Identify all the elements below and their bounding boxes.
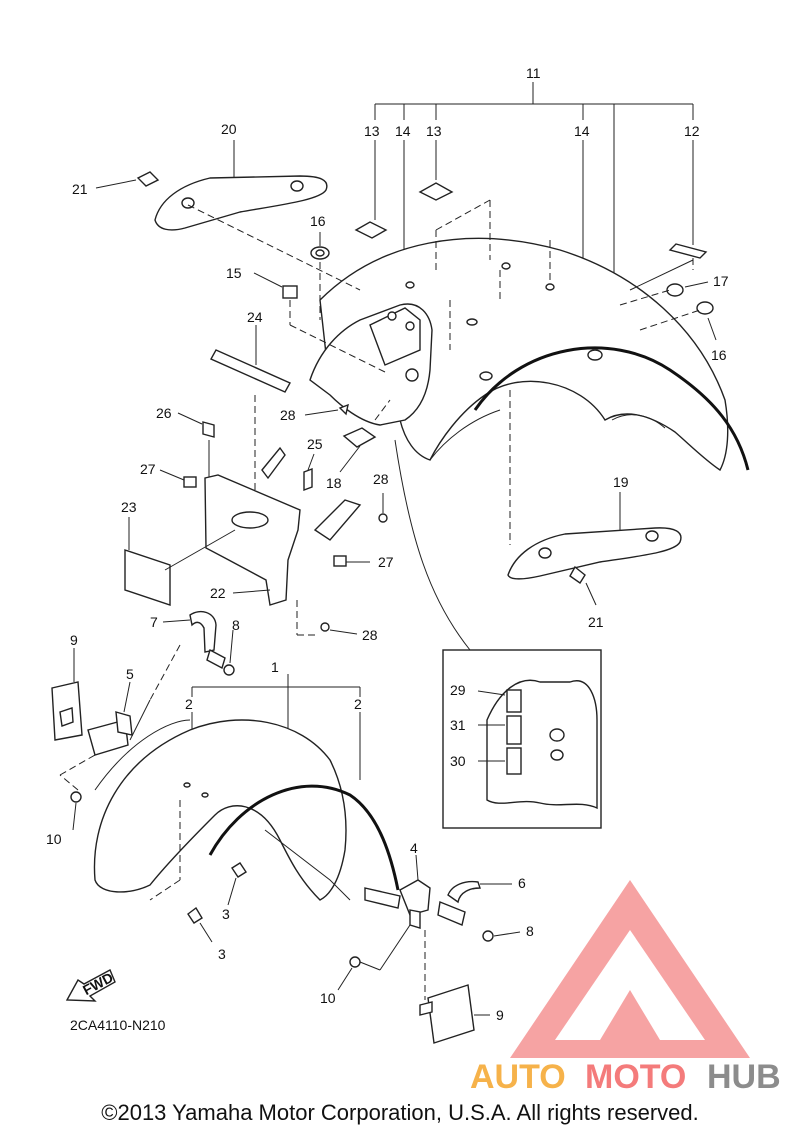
callout-5: 5 <box>126 666 134 682</box>
callout-19: 19 <box>613 474 629 490</box>
callout-8: 8 <box>526 923 534 939</box>
callout-1: 1 <box>271 659 279 675</box>
callout-12: 12 <box>684 123 700 139</box>
callout-9: 9 <box>496 1007 504 1023</box>
fwd-label: FWD <box>80 969 116 998</box>
callout-7: 7 <box>150 614 158 630</box>
callout-18: 18 <box>326 475 342 491</box>
callout-28: 28 <box>280 407 296 423</box>
part-23-plate <box>124 517 236 606</box>
bolts-3 <box>187 862 247 943</box>
group-bracket-11 <box>374 82 694 330</box>
callout-6: 6 <box>518 875 526 891</box>
callout-22: 22 <box>210 585 226 601</box>
fwd-arrow-icon: FWD <box>65 969 116 1002</box>
callout-17: 17 <box>713 273 729 289</box>
automotohub-logo: AUTO MOTO HUB <box>470 880 781 1096</box>
callout-21: 21 <box>588 614 604 630</box>
callout-2: 2 <box>185 696 193 712</box>
callout-27: 27 <box>378 554 394 570</box>
callout-24: 24 <box>247 309 263 325</box>
callout-14: 14 <box>395 123 411 139</box>
rear-fender <box>319 199 750 472</box>
callout-10: 10 <box>46 831 62 847</box>
screws-28 <box>304 403 388 635</box>
callout-13: 13 <box>426 123 442 139</box>
callout-21: 21 <box>72 181 88 197</box>
callout-11: 11 <box>526 65 541 81</box>
callout-3: 3 <box>222 906 230 922</box>
callout-25: 25 <box>307 436 323 452</box>
part-24-strip <box>210 325 291 500</box>
callout-3: 3 <box>218 946 226 962</box>
pads <box>159 412 370 567</box>
callout-2: 2 <box>354 696 362 712</box>
callout-23: 23 <box>121 499 137 515</box>
part-20-cover <box>95 140 361 291</box>
copyright-text: ©2013 Yamaha Motor Corporation, U.S.A. A… <box>101 1100 699 1125</box>
left-reflector-assembly <box>51 610 235 831</box>
callout-20: 20 <box>221 121 237 137</box>
grommets <box>310 232 717 341</box>
callout-8: 8 <box>232 617 240 633</box>
labels-12-13 <box>354 182 708 291</box>
callout-16: 16 <box>711 347 727 363</box>
part-19-cover <box>507 390 682 606</box>
callout-27: 27 <box>140 461 156 477</box>
callout-10: 10 <box>320 990 336 1006</box>
callout-29: 29 <box>450 682 466 698</box>
callout-28: 28 <box>373 471 389 487</box>
tail-mount <box>309 303 433 426</box>
front-fender <box>93 719 400 901</box>
callout-28: 28 <box>362 627 378 643</box>
callout-13: 13 <box>364 123 380 139</box>
part-15-clip <box>253 272 386 373</box>
logo-moto: MOTO <box>585 1058 686 1096</box>
diagram-code: 2CA4110-N210 <box>70 1017 166 1033</box>
callout-4: 4 <box>410 840 418 856</box>
part-18-reflector <box>339 399 391 473</box>
logo-hub: HUB <box>707 1058 781 1096</box>
callout-16: 16 <box>310 213 326 229</box>
callout-15: 15 <box>226 265 242 281</box>
callout-31: 31 <box>450 717 466 733</box>
logo-auto: AUTO <box>470 1058 566 1096</box>
callout-9: 9 <box>70 632 78 648</box>
callout-30: 30 <box>450 753 466 769</box>
part-22-bracket <box>204 446 362 636</box>
callout-26: 26 <box>156 405 172 421</box>
callout-14: 14 <box>574 123 590 139</box>
inset-detail <box>394 439 602 829</box>
callout-numbers: 11 13 14 13 14 12 20 21 16 15 17 16 24 2… <box>46 65 729 1033</box>
right-reflector-assembly <box>337 854 521 1044</box>
